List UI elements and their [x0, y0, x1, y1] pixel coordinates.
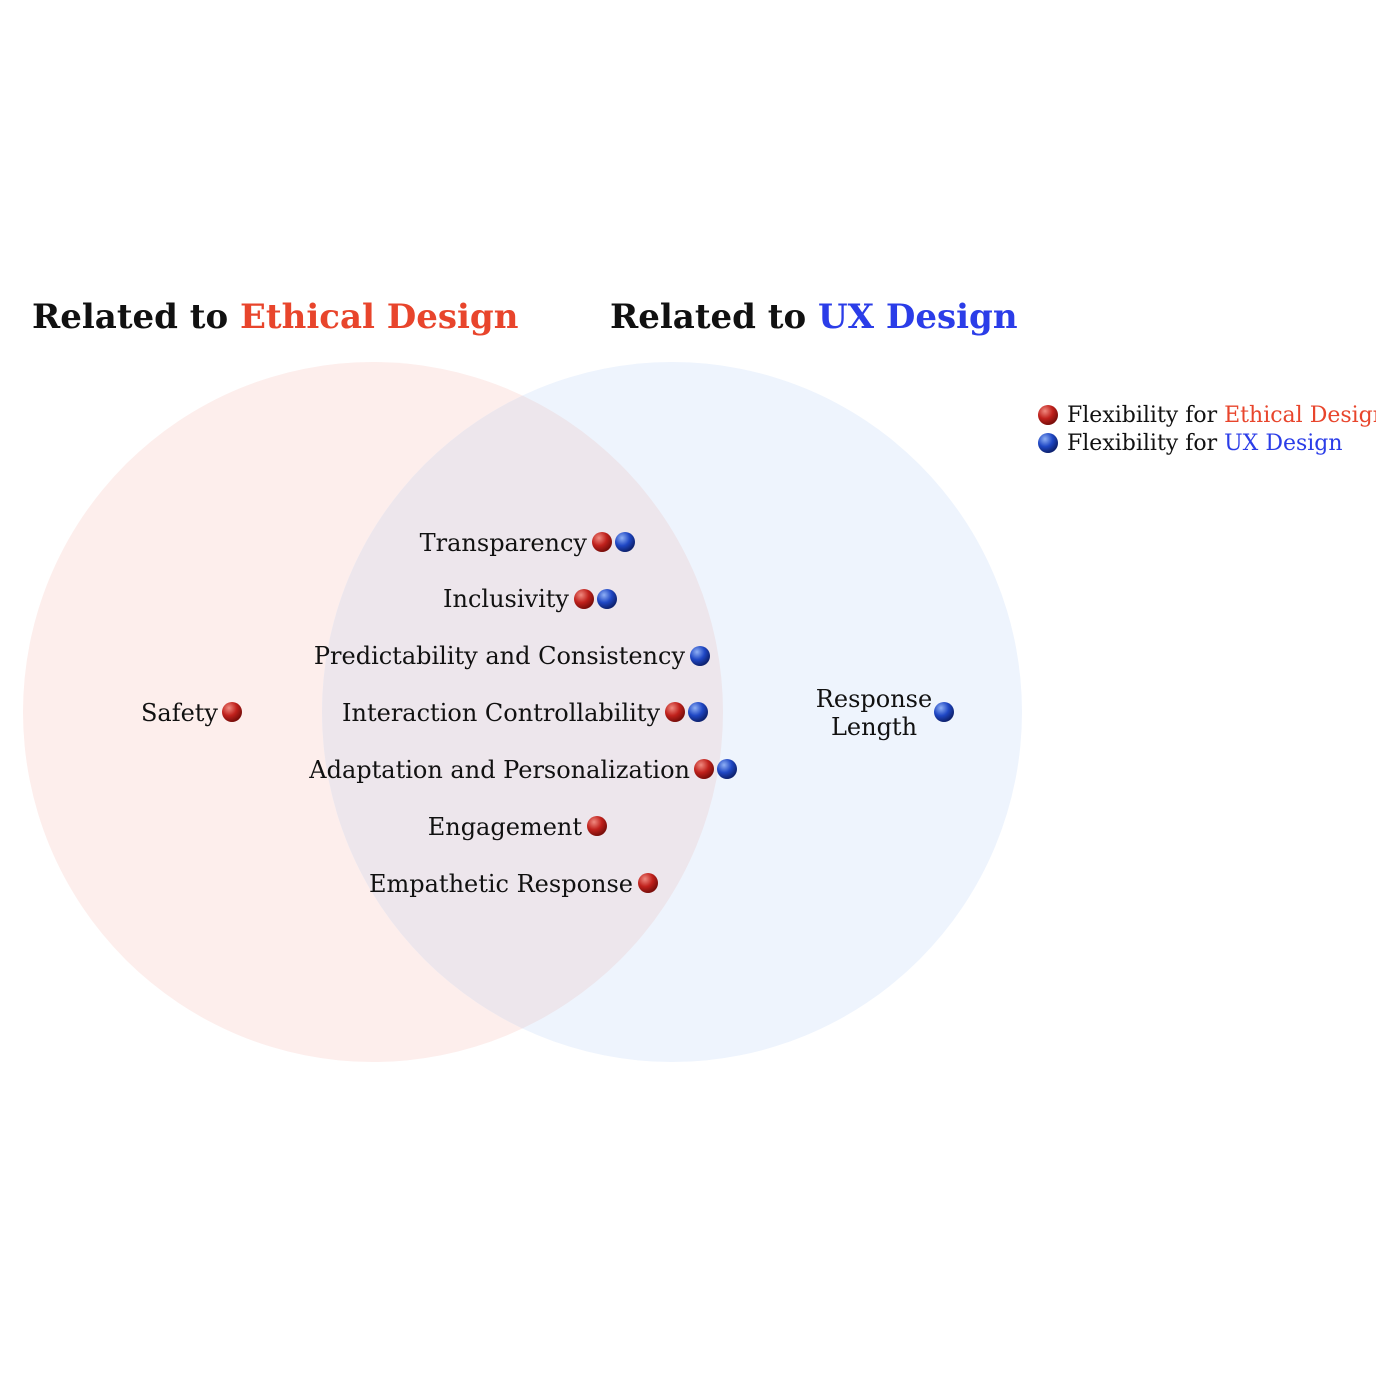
legend: Flexibility for Ethical Design Flexibili…: [1038, 403, 1376, 456]
item-label-response-length-line1: Response: [816, 685, 932, 713]
item-label-interaction-controllability: Interaction Controllability: [342, 699, 660, 727]
legend-ux-prefix: Flexibility for: [1067, 431, 1224, 456]
legend-ethical-label: Ethical Design: [1224, 403, 1376, 428]
legend-ux-entry: Flexibility for UX Design: [1067, 431, 1343, 456]
overlap-items: Transparency Inclusivity Predictability …: [308, 529, 737, 898]
legend-ux-label: UX Design: [1224, 431, 1342, 456]
item-label-engagement: Engagement: [428, 813, 583, 841]
blue-dot-icon: [597, 589, 617, 609]
red-dot-icon: [665, 702, 685, 722]
item-label-adaptation-and-personalization: Adaptation and Personalization: [308, 756, 690, 784]
ethical-design-title: Related to Ethical Design: [32, 297, 518, 337]
red-dot-icon: [574, 589, 594, 609]
item-label-response-length-line2: Length: [831, 713, 917, 741]
ux-design-title: Related to UX Design: [610, 297, 1018, 337]
ethical-title-highlight: Ethical Design: [240, 297, 518, 337]
blue-dot-icon: [615, 532, 635, 552]
item-label-safety: Safety: [141, 699, 218, 727]
item-label-empathetic-response: Empathetic Response: [369, 870, 633, 898]
legend-blue-dot-icon: [1038, 433, 1058, 453]
item-label-transparency: Transparency: [420, 529, 588, 557]
ux-title-highlight: UX Design: [818, 297, 1018, 337]
red-dot-icon: [638, 873, 658, 893]
ux-title-prefix: Related to: [610, 297, 818, 337]
blue-dot-icon: [690, 646, 710, 666]
blue-dot-icon: [688, 702, 708, 722]
red-dot-icon: [592, 532, 612, 552]
item-label-inclusivity: Inclusivity: [443, 585, 569, 613]
red-dot-icon: [587, 816, 607, 836]
legend-ethical-prefix: Flexibility for: [1067, 403, 1224, 428]
ux-only-items: Response Length: [816, 685, 954, 741]
blue-dot-icon: [934, 702, 954, 722]
ethical-only-items: Safety: [141, 699, 242, 727]
red-dot-icon: [222, 702, 242, 722]
blue-dot-icon: [717, 759, 737, 779]
ethical-title-prefix: Related to: [32, 297, 240, 337]
legend-red-dot-icon: [1038, 405, 1058, 425]
legend-ethical-entry: Flexibility for Ethical Design: [1067, 403, 1376, 428]
red-dot-icon: [694, 759, 714, 779]
item-label-predictability-and-consistency: Predictability and Consistency: [314, 642, 686, 670]
